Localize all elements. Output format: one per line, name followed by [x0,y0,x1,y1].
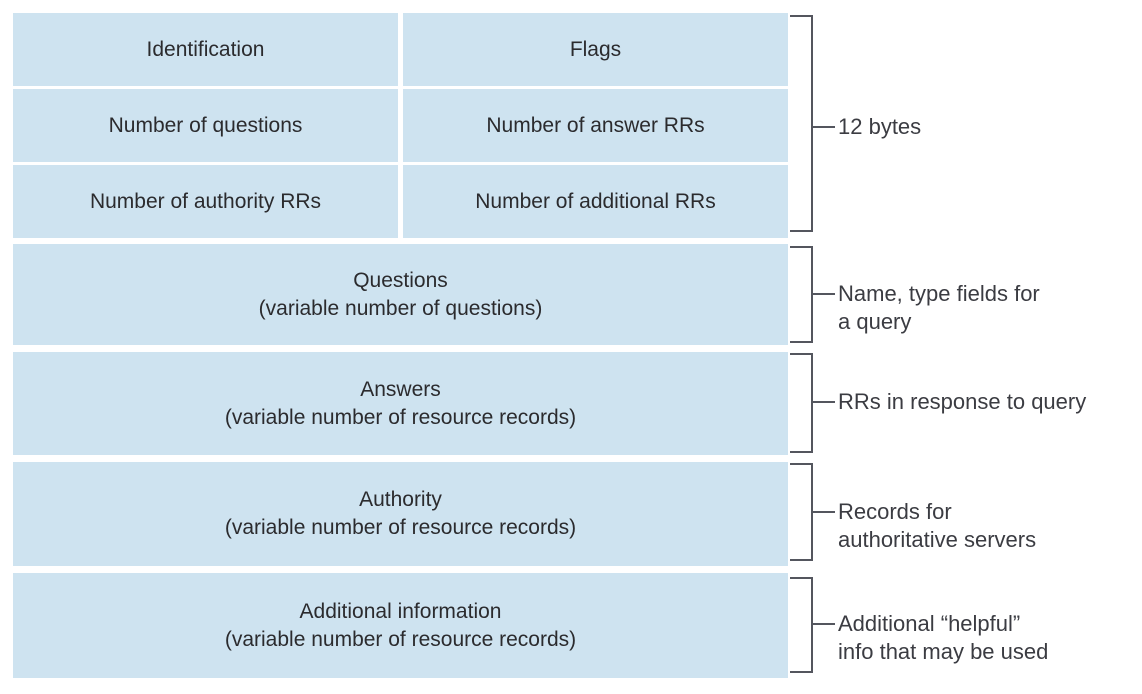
annotation-answers-line1: RRs in response to query [838,389,1087,414]
cell-flags: Flags [403,13,788,86]
section-questions-title: Questions [353,268,448,292]
cell-number-of-authority-rrs-label: Number of authority RRs [89,189,322,213]
annotation-questions-line1: Name, type fields for [838,281,1040,306]
bracket-questions [790,246,813,343]
section-authority-title: Authority [359,488,442,511]
cell-identification-label: Identification [146,37,265,61]
cell-number-of-additional-rrs-label: Number of additional RRs [475,189,716,213]
bracket-answers-connector [811,401,835,403]
annotation-answers: RRs in response to query [838,388,1086,416]
cell-identification: Identification [13,13,398,86]
section-questions-subtitle: (variable number of questions) [258,296,543,320]
annotation-questions: Name, type fields for a query [838,280,1040,336]
cell-number-of-authority-rrs: Number of authority RRs [13,165,398,238]
section-additional-information-title: Additional information [299,599,502,623]
annotation-authority-line2: authoritative servers [838,527,1037,552]
annotation-additional-line1: Additional “helpful” [838,611,1021,636]
section-questions: Questions (variable number of questions) [13,244,788,345]
bracket-authority-connector [811,511,835,513]
annotation-12-bytes: 12 bytes [838,113,921,141]
section-additional-information-subtitle: (variable number of resource records) [224,627,577,651]
annotation-authority: Records for authoritative servers [838,498,1036,554]
section-authority: Authority (variable number of resource r… [13,462,788,566]
cell-number-of-additional-rrs: Number of additional RRs [403,165,788,238]
bracket-12-bytes [790,15,813,232]
bracket-questions-connector [811,293,835,295]
annotation-authority-line1: Records for [838,499,952,524]
bracket-12-bytes-connector [811,126,835,128]
cell-number-of-questions: Number of questions [13,89,398,162]
annotation-questions-line2: a query [838,309,912,334]
cell-flags-label: Flags [569,37,622,61]
bracket-additional-connector [811,623,835,625]
section-answers-title: Answers [360,377,441,401]
section-answers: Answers (variable number of resource rec… [13,352,788,455]
cell-number-of-answer-rrs-label: Number of answer RRs [486,113,705,137]
cell-number-of-questions-label: Number of questions [108,113,303,137]
bracket-authority [790,463,813,561]
section-additional-information: Additional information (variable number … [13,573,788,678]
bracket-additional [790,577,813,673]
annotation-additional: Additional “helpful” info that may be us… [838,610,1048,666]
cell-number-of-answer-rrs: Number of answer RRs [403,89,788,162]
section-authority-subtitle: (variable number of resource records) [224,516,577,539]
annotation-additional-line2: info that may be used [838,639,1049,664]
bracket-answers [790,353,813,453]
annotation-12-bytes-line1: 12 bytes [838,114,922,139]
section-answers-subtitle: (variable number of resource records) [224,405,577,429]
